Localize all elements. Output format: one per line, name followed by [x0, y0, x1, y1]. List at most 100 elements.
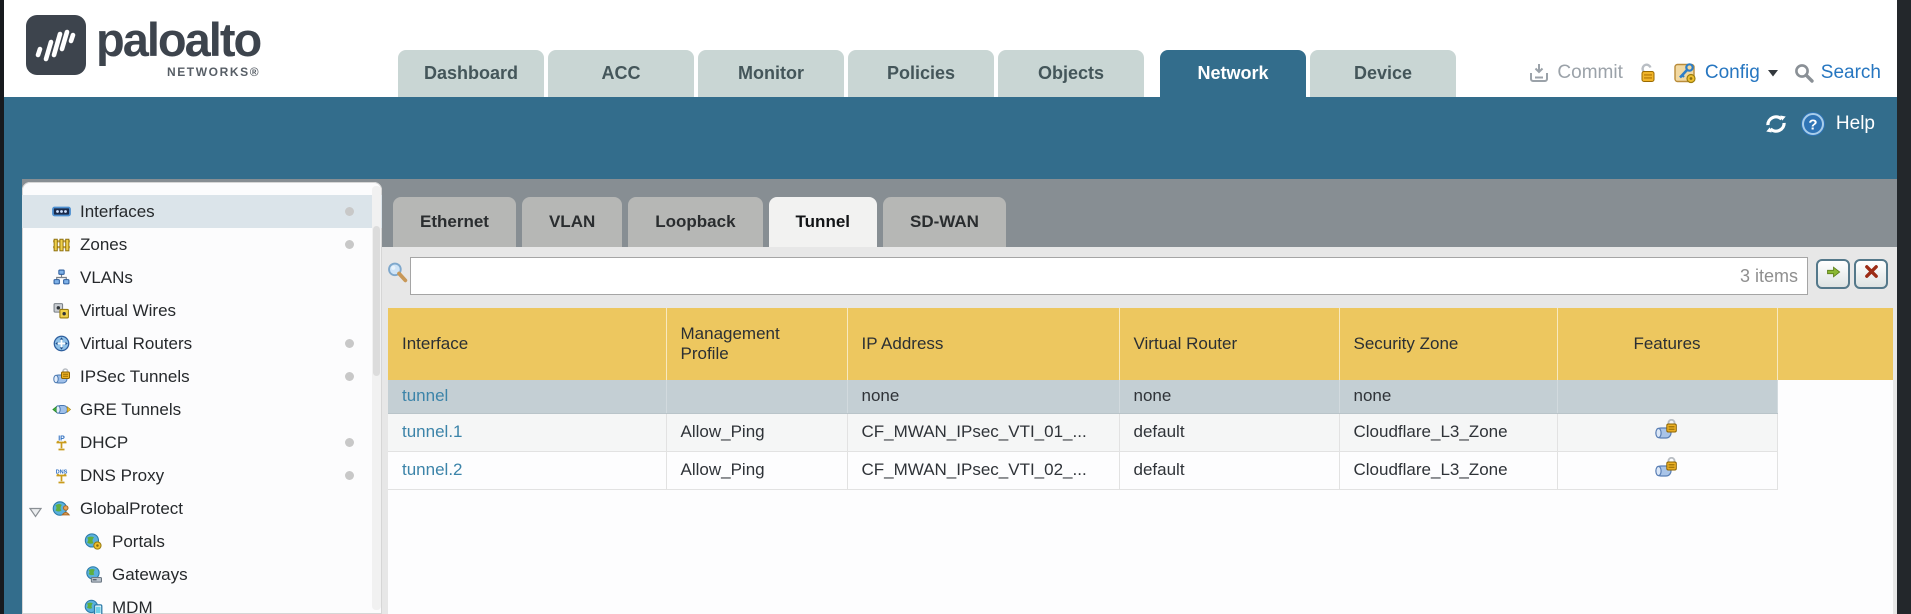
sidebar-item-ipsec-tunnels[interactable]: IPSec Tunnels: [22, 360, 382, 393]
sidebar-item-label: DHCP: [80, 432, 129, 452]
cell-interface: tunnel.1: [388, 413, 667, 452]
help-icon[interactable]: ?: [1800, 111, 1826, 137]
ipsec-tunnels-icon: [50, 368, 72, 386]
sidebar-item-label: DNS Proxy: [80, 465, 165, 485]
sidebar-item-label: VLANs: [80, 267, 133, 287]
window-left-edge: [0, 0, 4, 614]
interface-link[interactable]: tunnel.1: [402, 422, 463, 441]
green-arrow-icon: [1825, 264, 1842, 285]
clear-filter-button[interactable]: [1854, 259, 1888, 289]
sidebar-item-gre-tunnels[interactable]: GRE Tunnels: [22, 393, 382, 426]
main-tab-acc[interactable]: ACC: [548, 50, 694, 97]
svg-text:?: ?: [1808, 117, 1817, 134]
paloalto-logo: paloalto NETWORKS®: [26, 15, 262, 80]
filter-field-wrap: 3 items: [410, 257, 1808, 295]
sidebar-scrollbar[interactable]: [372, 186, 381, 610]
cell-virtual_router: default: [1119, 413, 1340, 452]
apply-filter-button[interactable]: [1816, 259, 1850, 289]
interface-link[interactable]: tunnel: [402, 386, 449, 406]
commit-button[interactable]: Commit: [1527, 61, 1623, 85]
sidebar-item-vlans[interactable]: VLANs: [22, 261, 382, 294]
subtab-vlan[interactable]: VLAN: [521, 197, 623, 247]
sidebar-item-label: Virtual Routers: [80, 333, 193, 353]
main-tab-monitor[interactable]: Monitor: [698, 50, 844, 97]
cell-ip_address: CF_MWAN_IPsec_VTI_01_...: [847, 413, 1120, 452]
config-label: Config: [1704, 62, 1760, 83]
window-right-edge: [1897, 0, 1911, 614]
sidebar-item-interfaces[interactable]: Interfaces: [22, 195, 382, 228]
tunnel-lock-icon: [1654, 418, 1680, 445]
column-header-security-zone[interactable]: Security Zone: [1339, 308, 1558, 380]
zones-icon: [50, 236, 72, 254]
sidebar-item-label: Gateways: [112, 564, 188, 584]
paloalto-logo-text: paloalto NETWORKS®: [96, 15, 262, 80]
sidebar-item-portals[interactable]: Portals: [22, 525, 382, 558]
config-icon: [1673, 61, 1699, 85]
cell-interface: tunnel: [388, 380, 667, 414]
main-tab-policies[interactable]: Policies: [848, 50, 994, 97]
cell-features: [1557, 413, 1778, 452]
main-tab-device[interactable]: Device: [1310, 50, 1456, 97]
search-button[interactable]: Search: [1793, 62, 1881, 84]
subtab-loopback[interactable]: Loopback: [628, 197, 763, 247]
brand-networks: NETWORKS®: [166, 65, 261, 79]
lock-icon[interactable]: [1636, 61, 1660, 85]
sidebar-item-label: GRE Tunnels: [80, 399, 182, 419]
column-header-interface[interactable]: Interface: [388, 308, 667, 380]
help-label[interactable]: Help: [1835, 113, 1875, 134]
red-x-icon: [1864, 264, 1879, 284]
subtab-sd-wan[interactable]: SD-WAN: [883, 197, 1006, 247]
mdm-icon: [82, 599, 104, 614]
sidebar-item-mdm[interactable]: MDM: [22, 591, 382, 614]
main-tab-network[interactable]: Network: [1160, 50, 1306, 97]
search-icon: [1793, 62, 1815, 84]
header-utility: Commit Config Search: [1527, 61, 1881, 85]
main-tab-objects[interactable]: Objects: [998, 50, 1144, 97]
triangle-expander-icon[interactable]: [28, 503, 43, 518]
dhcp-icon: IP: [50, 434, 72, 452]
sidebar-item-dns-proxy[interactable]: DNS DNS Proxy: [22, 459, 382, 492]
sidebar-item-gateways[interactable]: Gateways: [22, 558, 382, 591]
cell-virtual_router: none: [1119, 380, 1340, 414]
sidebar-item-label: IPSec Tunnels: [80, 366, 190, 386]
paloalto-logo-mark-icon: [26, 15, 86, 75]
sidebar-item-label: Interfaces: [80, 201, 155, 221]
virtual-wires-icon: [50, 302, 72, 320]
interfaces-icon: [50, 203, 72, 221]
column-header-virtual-router[interactable]: Virtual Router: [1119, 308, 1340, 380]
status-dot: [345, 438, 354, 447]
svg-text:DNS: DNS: [55, 470, 67, 476]
column-header-features[interactable]: Features: [1557, 308, 1778, 380]
gateways-icon: [82, 566, 104, 584]
commit-label: Commit: [1557, 62, 1623, 83]
subtab-tunnel[interactable]: Tunnel: [768, 197, 877, 247]
main-tab-dashboard[interactable]: Dashboard: [398, 50, 544, 97]
cell-interface: tunnel.2: [388, 451, 667, 490]
subtab-ethernet[interactable]: Ethernet: [393, 197, 516, 247]
config-menu-button[interactable]: Config: [1673, 61, 1780, 85]
sidebar-scrollbar-thumb[interactable]: [373, 226, 380, 376]
column-header-filler: [1777, 308, 1893, 380]
sidebar-item-globalprotect[interactable]: GlobalProtect: [22, 492, 382, 525]
column-header-ip-address[interactable]: IP Address: [847, 308, 1120, 380]
refresh-icon[interactable]: [1762, 111, 1790, 137]
column-header-management-profile[interactable]: Management Profile: [666, 308, 848, 380]
interface-link[interactable]: tunnel.2: [402, 460, 463, 479]
sidebar-item-virtual-routers[interactable]: Virtual Routers: [22, 327, 382, 360]
cell-ip_address: none: [847, 380, 1120, 414]
virtual-routers-icon: [50, 335, 72, 353]
filter-magnifier-icon[interactable]: [386, 261, 409, 289]
sidebar-item-virtual-wires[interactable]: Virtual Wires: [22, 294, 382, 327]
filter-input[interactable]: [410, 257, 1808, 295]
sidebar-item-zones[interactable]: Zones: [22, 228, 382, 261]
sidebar-item-dhcp[interactable]: IP DHCP: [22, 426, 382, 459]
teal-banner: ? Help: [4, 97, 1897, 179]
svg-text:IP: IP: [58, 436, 65, 443]
